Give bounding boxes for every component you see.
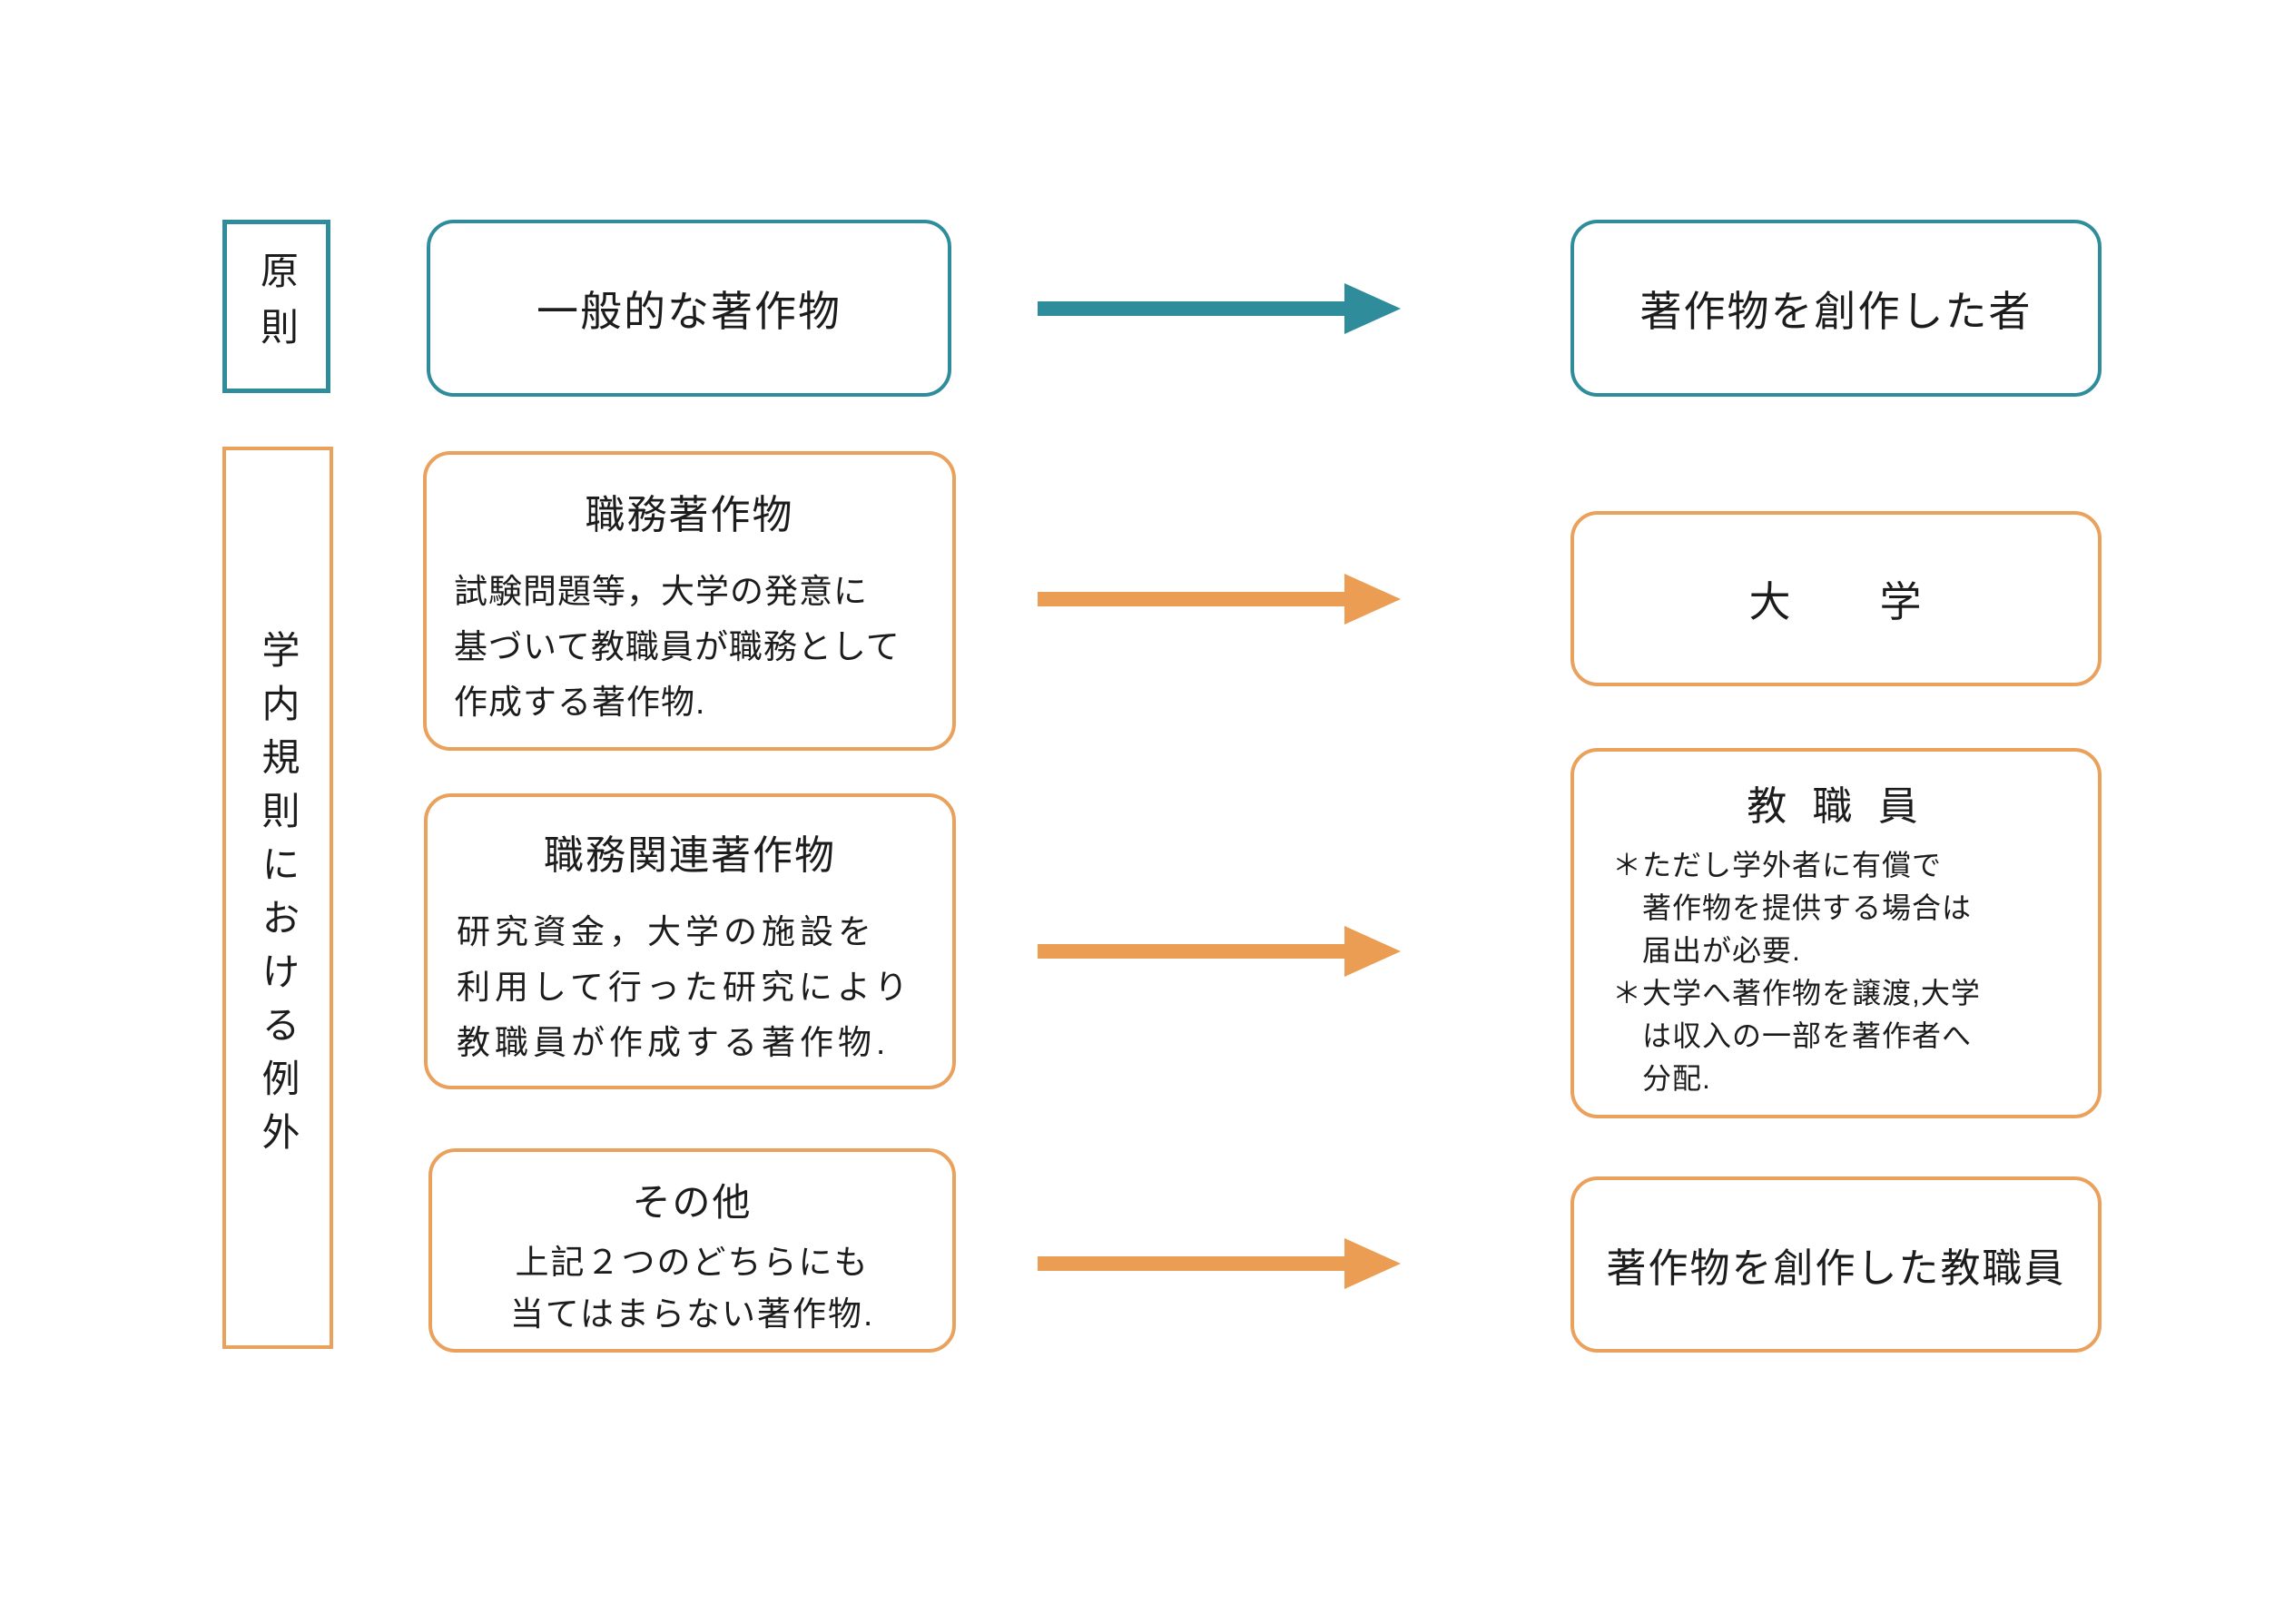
university-box: 大 学 <box>1570 511 2102 686</box>
creator-label: 著作物を創作した者 <box>1639 287 2033 335</box>
work-for-hire-title: 職務著作物 <box>585 493 794 537</box>
creator-staff-label: 著作物を創作した教職員 <box>1606 1246 2066 1291</box>
work-for-hire-arrow-icon <box>1038 574 1401 625</box>
work-related-box: 職務関連著作物 研究資金，大学の施設を利用して行った研究により教職員が作成する著… <box>424 793 956 1089</box>
work-related-arrow-icon <box>1038 926 1401 977</box>
exception-section-label-box: 学内規則における例外 <box>222 447 333 1349</box>
other-works-arrow-icon <box>1038 1238 1401 1289</box>
other-works-body: 上記２つのどちらにも当てはまらない著作物. <box>509 1244 875 1333</box>
work-related-title: 職務関連著作物 <box>544 833 836 878</box>
general-work-label: 一般的な著作物 <box>537 287 842 335</box>
exception-section-label: 学内規則における例外 <box>257 630 300 1166</box>
work-for-hire-body: 試験問題等，大学の発意に基づいて教職員が職務として作成する著作物. <box>454 573 901 721</box>
university-label: 大 学 <box>1748 577 1924 625</box>
other-works-title: その他 <box>632 1181 753 1224</box>
principle-arrow-icon <box>1038 283 1401 334</box>
general-work-box: 一般的な著作物 <box>427 220 951 397</box>
creator-box: 著作物を創作した者 <box>1570 220 2102 397</box>
staff-title: 教 職 員 <box>1747 784 1925 829</box>
other-works-box: その他 上記２つのどちらにも当てはまらない著作物. <box>428 1148 956 1353</box>
principle-label-box: 原則 <box>222 220 330 393</box>
staff-notes: ＊ただし学外者に有償で 著作物を提供する場合は 届出が必要.＊大学へ著作物を譲渡… <box>1612 849 1981 1095</box>
staff-box: 教 職 員 ＊ただし学外者に有償で 著作物を提供する場合は 届出が必要.＊大学へ… <box>1570 748 2102 1118</box>
work-for-hire-box: 職務著作物 試験問題等，大学の発意に基づいて教職員が職務として作成する著作物. <box>423 451 956 751</box>
creator-staff-box: 著作物を創作した教職員 <box>1570 1176 2102 1353</box>
work-related-body: 研究資金，大学の施設を利用して行った研究により教職員が作成する著作物. <box>457 913 913 1061</box>
principle-label: 原則 <box>255 250 299 363</box>
